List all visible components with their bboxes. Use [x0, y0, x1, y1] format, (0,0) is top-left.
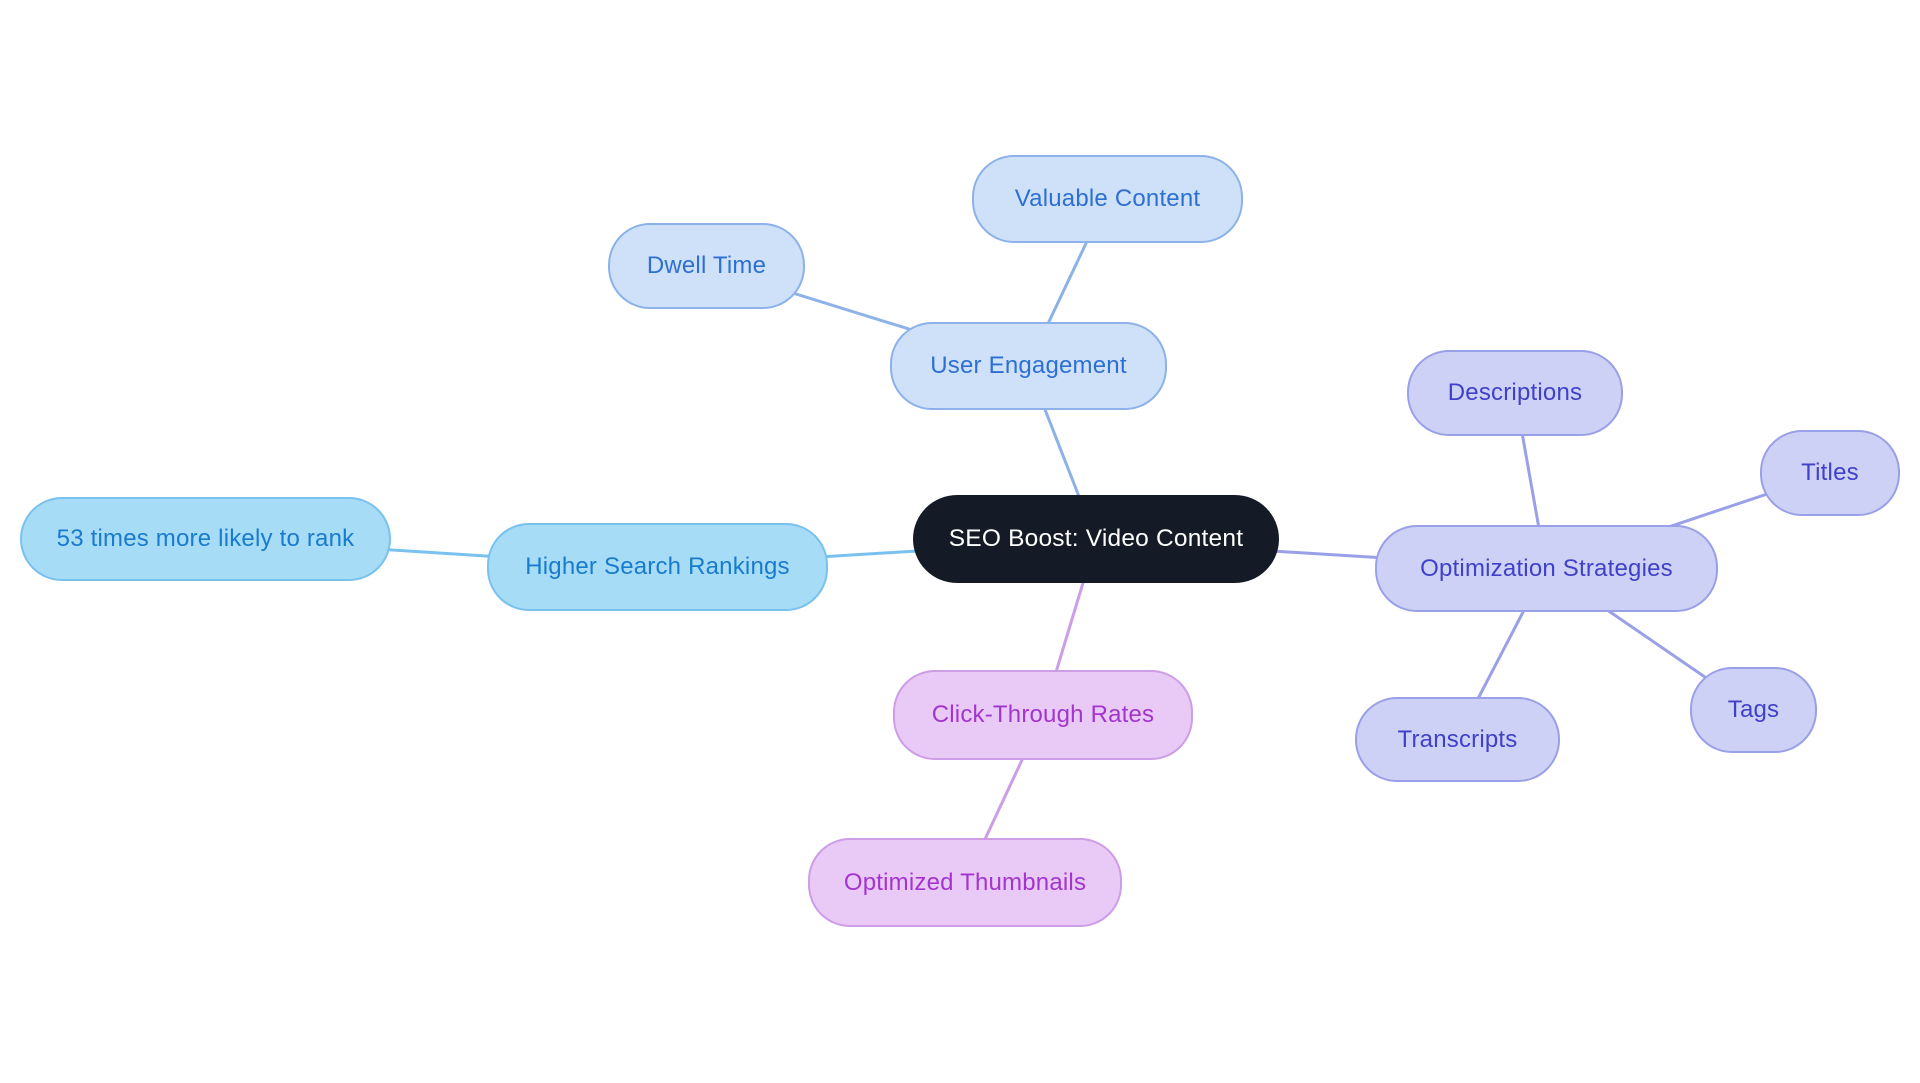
node-dwell-time[interactable]: Dwell Time [608, 223, 805, 309]
node-root-seo-boost[interactable]: SEO Boost: Video Content [913, 495, 1279, 583]
node-click-through-rates[interactable]: Click-Through Rates [893, 670, 1193, 760]
node-click-through-rates-label: Click-Through Rates [931, 701, 1155, 728]
node-tags-label: Tags [1727, 696, 1780, 723]
node-user-engagement[interactable]: User Engagement [890, 322, 1167, 410]
node-valuable-content[interactable]: Valuable Content [972, 155, 1243, 243]
node-user-engagement-label: User Engagement [930, 352, 1127, 379]
node-higher-search-rankings[interactable]: Higher Search Rankings [487, 523, 828, 611]
node-titles-label: Titles [1801, 459, 1859, 486]
node-optimized-thumbnails-label: Optimized Thumbnails [843, 868, 1087, 896]
node-descriptions[interactable]: Descriptions [1407, 350, 1623, 436]
node-53-times-more-likely[interactable]: 53 times more likely to rank [20, 497, 391, 581]
node-optimization-strategies[interactable]: Optimization Strategies [1375, 525, 1718, 612]
node-optimized-thumbnails[interactable]: Optimized Thumbnails [808, 838, 1122, 927]
node-53-times-more-likely-label: 53 times more likely to rank [56, 525, 355, 552]
node-descriptions-label: Descriptions [1447, 379, 1583, 406]
node-higher-search-rankings-label: Higher Search Rankings [525, 553, 790, 580]
node-transcripts[interactable]: Transcripts [1355, 697, 1560, 782]
node-titles[interactable]: Titles [1760, 430, 1900, 516]
node-optimization-strategies-label: Optimization Strategies [1420, 554, 1673, 582]
node-transcripts-label: Transcripts [1397, 725, 1518, 753]
node-tags[interactable]: Tags [1690, 667, 1817, 753]
node-dwell-time-label: Dwell Time [646, 252, 767, 279]
node-valuable-content-label: Valuable Content [1014, 185, 1201, 212]
node-root-label: SEO Boost: Video Content [948, 525, 1244, 552]
